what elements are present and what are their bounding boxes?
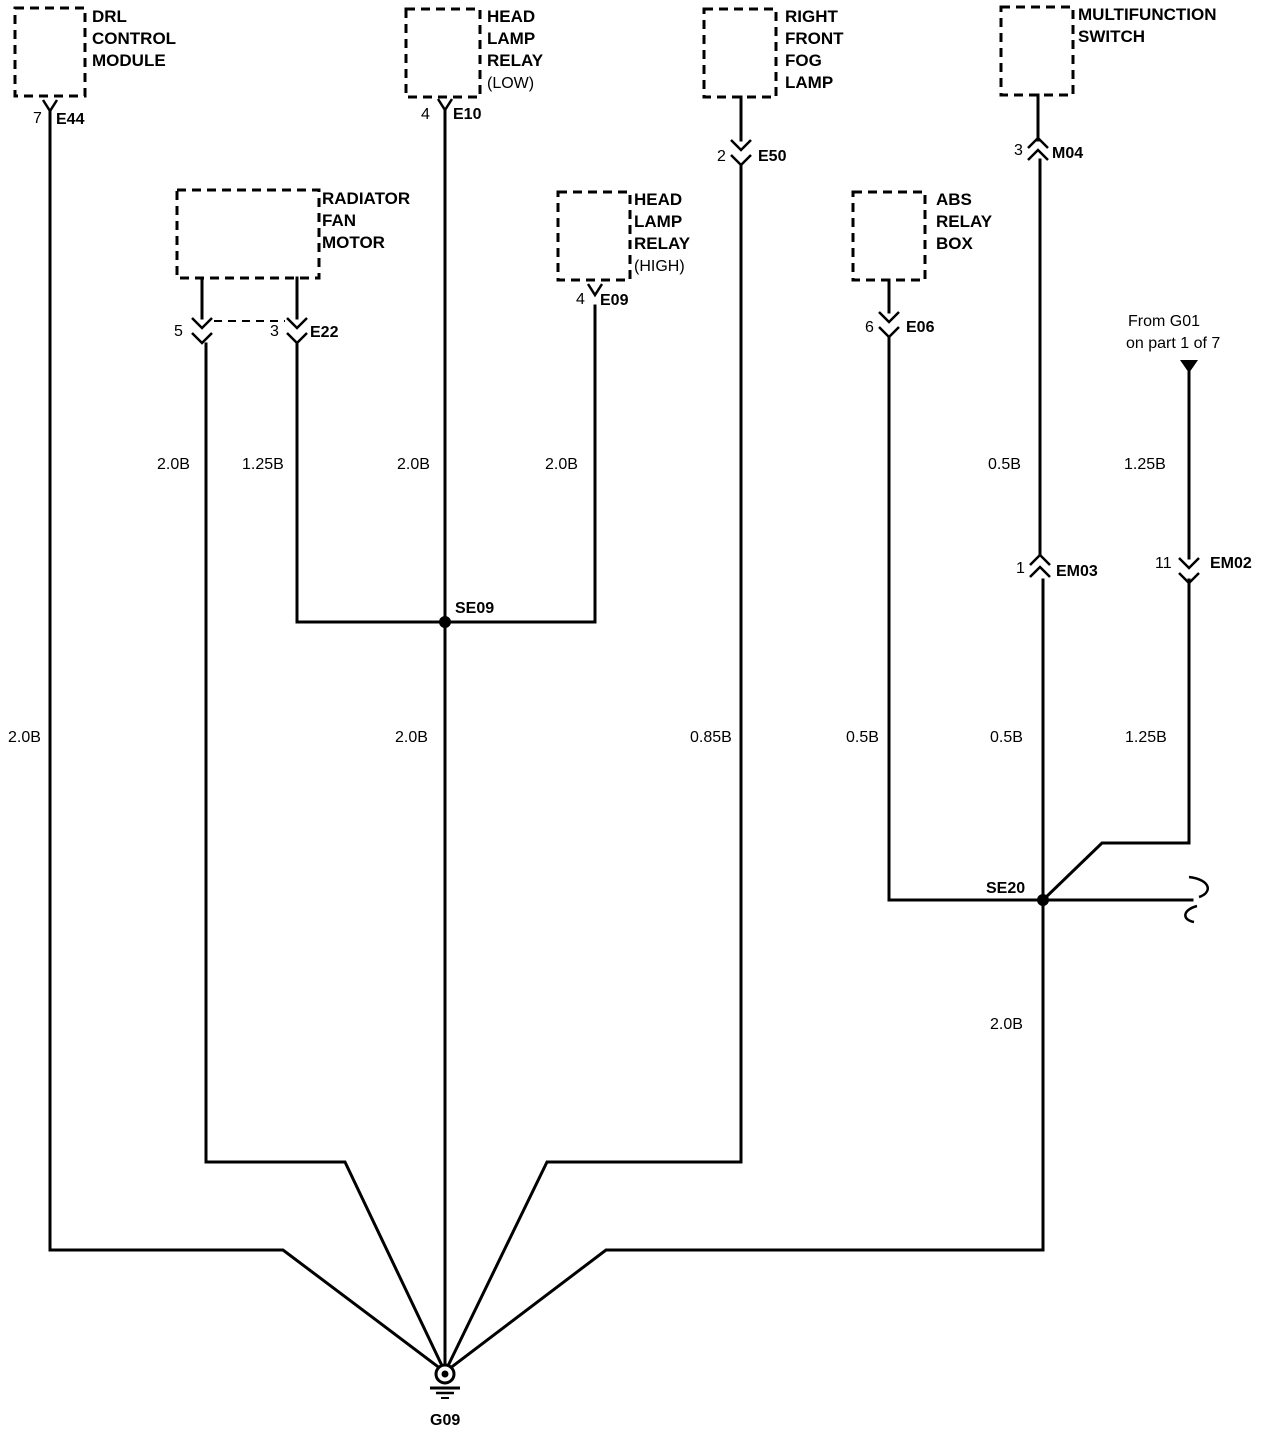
connector-e10-pin: 4 [421, 106, 430, 123]
connector-e50-pin: 2 [717, 148, 726, 165]
connector-m04: 3 M04 [1014, 136, 1083, 162]
wires [48, 93, 1194, 1375]
wire-label-hl-high: 2.0B [545, 456, 578, 473]
wire-rad-3 [295, 342, 447, 624]
hl-low-label-line2: LAMP [487, 29, 535, 48]
abs-label-line2: RELAY [936, 212, 993, 231]
rad-label-line2: FAN [322, 211, 356, 230]
wire-label-em03: 0.5B [990, 729, 1023, 746]
wire-label-fog: 0.85B [690, 729, 732, 746]
hl-high-label-line1: HEAD [634, 190, 682, 209]
reference-arrow-icon [1180, 360, 1198, 373]
splice-se20-dot [1037, 894, 1049, 906]
wire-label-abs: 0.5B [846, 729, 879, 746]
headlamp-relay-high: HEAD LAMP RELAY (HIGH) [556, 190, 691, 282]
wire-hl-high [443, 304, 597, 624]
rad-label-line3: MOTOR [322, 233, 385, 252]
wire-label-mfs: 0.5B [988, 456, 1021, 473]
fog-label-line2: FRONT [785, 29, 844, 48]
hl-low-label-line4: (LOW) [487, 75, 534, 92]
ground-symbol-icon [430, 1386, 460, 1399]
connector-e22-id: E22 [310, 324, 339, 341]
wire-label-se09-ground: 2.0B [395, 729, 428, 746]
ground-label: G09 [430, 1412, 460, 1429]
connector-em02-id: EM02 [1210, 555, 1252, 572]
splice-se09-label: SE09 [455, 600, 494, 617]
connector-e10-id: E10 [453, 106, 482, 123]
mfs-label-line2: SWITCH [1078, 27, 1145, 46]
hl-high-label-line3: RELAY [634, 234, 691, 253]
connector-em03: 1 EM03 [1016, 553, 1098, 580]
wire-label-drl: 2.0B [8, 729, 41, 746]
connector-em03-id: EM03 [1056, 563, 1098, 580]
connector-m04-id: M04 [1052, 145, 1083, 162]
splice-se20-label: SE20 [986, 880, 1025, 897]
abs-label-line1: ABS [936, 190, 972, 209]
connector-e06-pin: 6 [865, 319, 874, 336]
connector-e09-pin: 4 [576, 291, 585, 308]
wire-labels: 2.0B 1.25B 2.0B 2.0B 0.5B 1.25B 2.0B 2.0… [8, 456, 1167, 1033]
reference-from-g01: From G01 on part 1 of 7 [1126, 313, 1220, 373]
reference-line2: on part 1 of 7 [1126, 335, 1220, 352]
headlamp-relay-low: HEAD LAMP RELAY (LOW) [404, 7, 544, 99]
hl-high-label-line2: LAMP [634, 212, 682, 231]
wire-label-rad5: 2.0B [157, 456, 190, 473]
connector-em02: 11 EM02 [1155, 555, 1252, 585]
connector-m04-pin: 3 [1014, 142, 1023, 159]
wire-se20-ground [442, 898, 1045, 1375]
wire-label-se20-ground: 2.0B [990, 1016, 1023, 1033]
wire-rad-5 [204, 342, 447, 1374]
connector-e50-id: E50 [758, 148, 787, 165]
connector-e22-pin-b: 3 [270, 323, 279, 340]
connector-e44-id: E44 [56, 111, 85, 128]
reference-line1: From G01 [1128, 313, 1200, 330]
abs-label-line3: BOX [936, 234, 974, 253]
hl-low-label-line1: HEAD [487, 7, 535, 26]
wire-abs [887, 336, 1045, 902]
connector-e06-id: E06 [906, 319, 935, 336]
fog-label-line3: FOG [785, 51, 822, 70]
wire-drl [48, 110, 448, 1375]
connector-e09: 4 E09 [576, 283, 629, 309]
drl-control-module: DRL CONTROL MODULE [13, 6, 176, 98]
connector-em02-pin: 11 [1155, 555, 1172, 572]
connector-e50: 2 E50 [717, 139, 787, 167]
rad-label-line1: RADIATOR [322, 189, 410, 208]
wire-label-em02: 1.25B [1125, 729, 1167, 746]
drl-label-line1: DRL [92, 7, 127, 26]
splice-se09-dot [439, 616, 451, 628]
wire-break-symbol [1184, 875, 1209, 924]
connector-e22-pin-a: 5 [174, 323, 183, 340]
wire-em02-lower [1040, 578, 1191, 903]
fog-label-line1: RIGHT [785, 7, 839, 26]
right-front-fog-lamp: RIGHT FRONT FOG LAMP [702, 7, 844, 99]
drl-label-line2: CONTROL [92, 29, 176, 48]
wire-label-rad3: 1.25B [242, 456, 284, 473]
wire-label-g01: 1.25B [1124, 456, 1166, 473]
drl-label-line3: MODULE [92, 51, 166, 70]
connector-em03-pin: 1 [1016, 560, 1025, 577]
connector-e22: 5 3 E22 [174, 317, 339, 345]
connector-e09-id: E09 [600, 292, 629, 309]
wire-label-hl-low: 2.0B [397, 456, 430, 473]
connector-e10: 4 E10 [421, 98, 482, 123]
multifunction-switch: MULTIFUNCTION SWITCH [999, 5, 1217, 97]
connector-e44-pin: 7 [33, 110, 42, 127]
hl-high-label-line4: (HIGH) [634, 258, 685, 275]
radiator-fan-motor: RADIATOR FAN MOTOR [175, 188, 410, 280]
wire-fog [442, 164, 743, 1375]
connector-e44: 7 E44 [33, 99, 85, 128]
splice-se09: SE09 [439, 600, 494, 628]
fog-label-line4: LAMP [785, 73, 833, 92]
ground-g09: G09 [430, 1363, 460, 1429]
hl-low-label-line3: RELAY [487, 51, 544, 70]
splice-se20: SE20 [986, 880, 1049, 906]
abs-relay-box: ABS RELAY BOX [851, 190, 993, 282]
mfs-label-line1: MULTIFUNCTION [1078, 5, 1217, 24]
connector-e06: 6 E06 [865, 311, 935, 339]
